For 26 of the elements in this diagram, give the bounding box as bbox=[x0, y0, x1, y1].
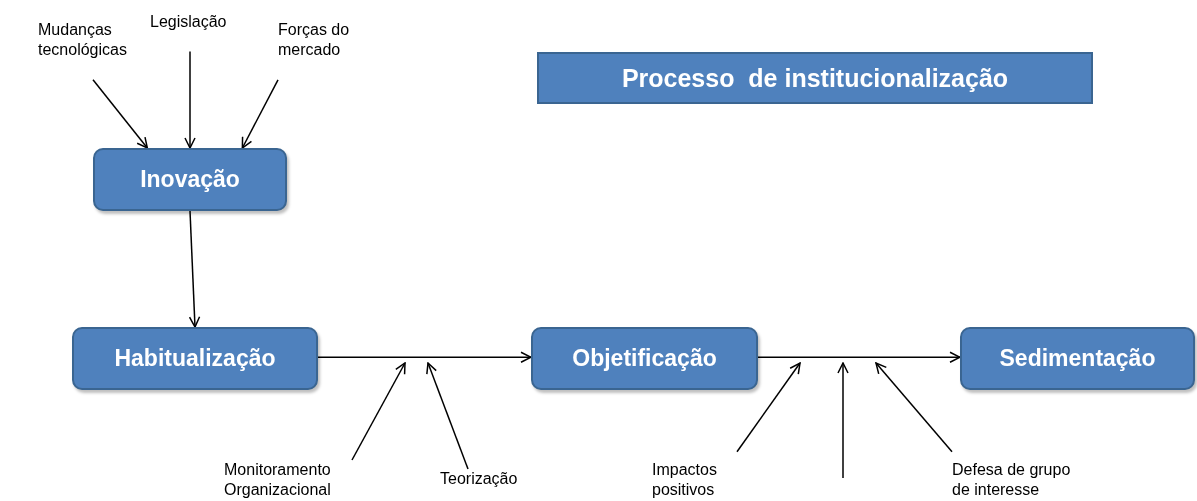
arrow bbox=[241, 79, 279, 149]
arrow bbox=[757, 351, 961, 363]
arrow bbox=[188, 210, 201, 328]
factor-label: Mudanças tecnológicas bbox=[38, 20, 128, 60]
factor-label: Legislação bbox=[150, 12, 227, 32]
factor-label: Forças do mercado bbox=[278, 20, 351, 60]
factor-label: Teorização bbox=[440, 469, 518, 489]
process-box bbox=[960, 327, 1195, 390]
arrow bbox=[736, 362, 801, 453]
factor-label: Monitoramento Organizacional bbox=[224, 460, 332, 500]
arrow bbox=[184, 50, 196, 149]
factor-label: Impactos positivos bbox=[652, 460, 718, 500]
process-box bbox=[531, 327, 758, 390]
factor-label: Defesa de grupo de interesse bbox=[952, 460, 1072, 500]
process-box bbox=[72, 327, 318, 390]
arrow bbox=[317, 351, 532, 363]
process-box bbox=[93, 148, 287, 211]
process-label: Sedimentação bbox=[999, 345, 1156, 372]
process-label: Inovação bbox=[140, 166, 240, 193]
arrow bbox=[875, 362, 953, 453]
arrow bbox=[351, 362, 406, 461]
arrow bbox=[92, 79, 149, 149]
process-label: Habitualização bbox=[114, 345, 276, 372]
title-banner: Processo de institucionalização bbox=[537, 52, 1093, 104]
arrow bbox=[426, 362, 469, 470]
process-label: Objetificação bbox=[572, 345, 717, 372]
